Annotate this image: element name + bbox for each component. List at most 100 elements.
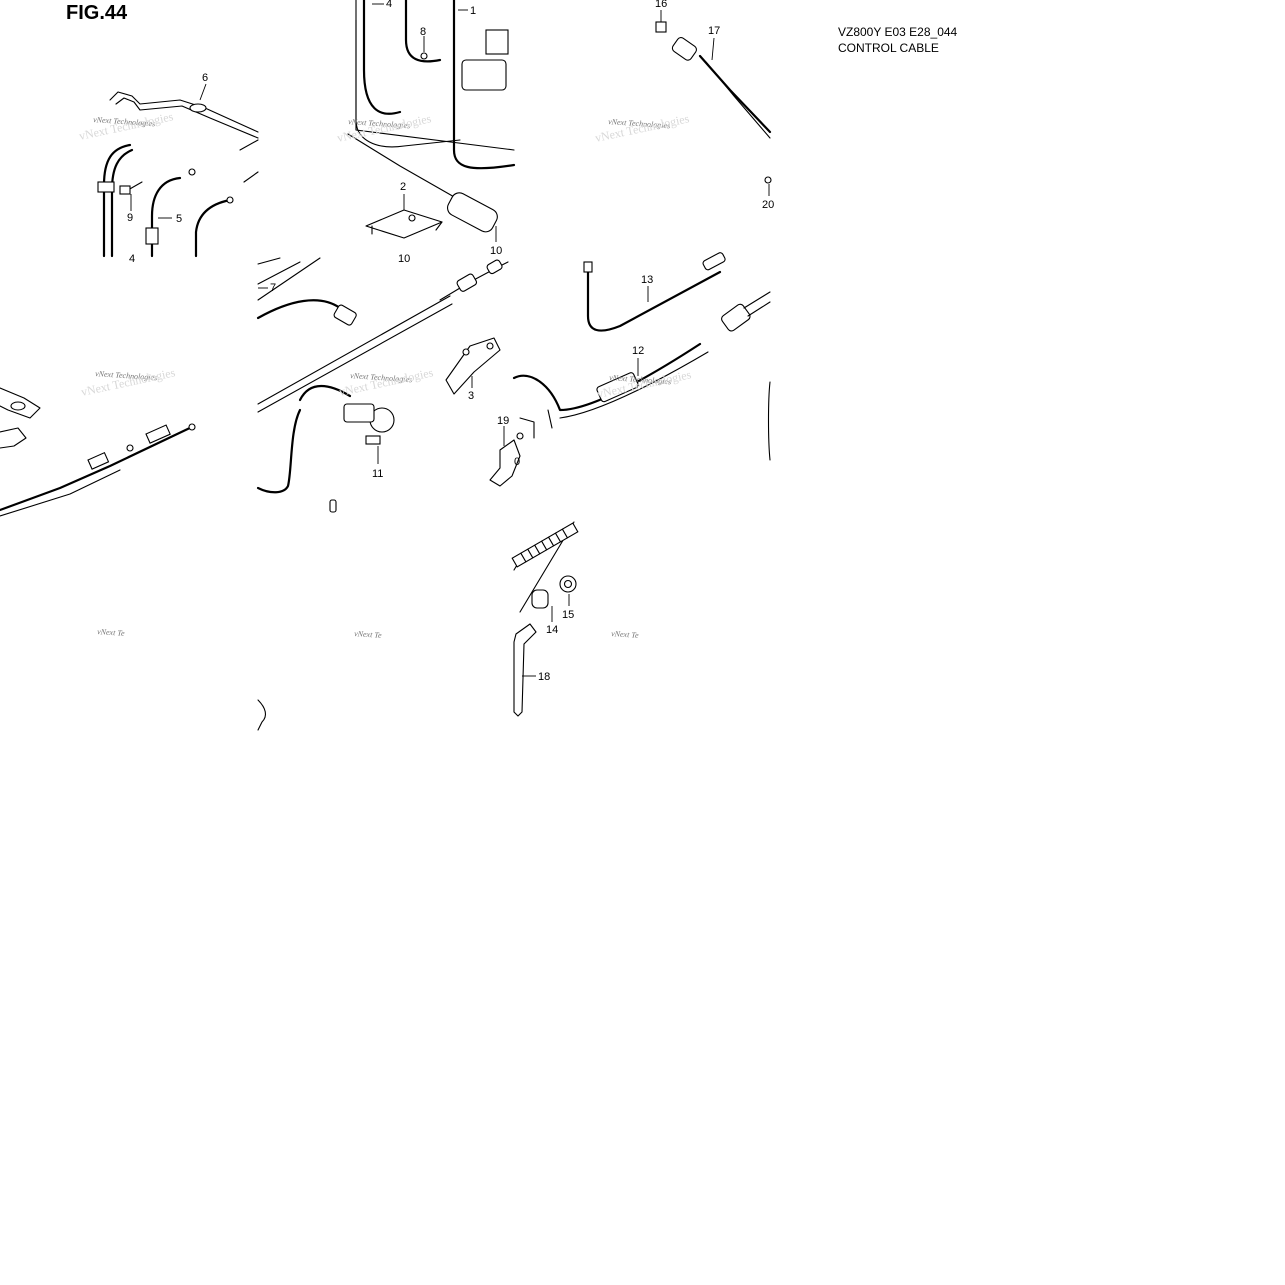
callout-16: 16: [655, 0, 667, 10]
callout-4: 4: [386, 0, 392, 10]
lock-nut-14: [531, 589, 549, 609]
cable-end-fitting: [126, 444, 134, 452]
cable-13-end: [583, 261, 593, 273]
callout-15: 15: [562, 609, 574, 621]
nut-15-bore: [563, 579, 573, 589]
clutch-cable: [0, 424, 196, 512]
frame-edge: [355, 0, 515, 151]
handlebar-bracket-inner: [115, 97, 259, 139]
lever-bracket: [0, 387, 41, 419]
cable-12-boot: [596, 372, 639, 403]
watermark-partial: vNext Te: [354, 629, 382, 640]
cable-12: [512, 342, 702, 412]
diagram-title: CONTROL CABLE: [838, 41, 939, 55]
cable-13-fitting: [702, 252, 726, 271]
cable-5-adjuster: [145, 227, 159, 245]
callout-12: 12: [632, 345, 644, 357]
bracket-edge: [239, 139, 259, 183]
watermark-ghost: vNext Technologies: [80, 365, 177, 399]
frame-curve: [257, 699, 267, 731]
cable-7: [256, 299, 342, 320]
tile-choke-cable: 4 1 8 2 10 10 vNext Technologies vNext T…: [336, 0, 516, 265]
cable-boot-10: [447, 192, 498, 233]
cable-1: [452, 0, 516, 170]
speedometer-cable-outer: [705, 61, 771, 139]
callout-10: 10: [490, 245, 502, 257]
bolt-16: [655, 21, 667, 33]
watermark: vNext Technologies: [608, 117, 671, 130]
cable-end-right: [194, 198, 232, 258]
cable-adjuster: [145, 424, 171, 444]
callout-20b: 20: [762, 199, 774, 211]
choke-body: [343, 403, 375, 423]
callout-14: 14: [546, 624, 558, 636]
cable-4: [362, 0, 402, 115]
cable-12-outer: [559, 351, 709, 419]
screw-head: [119, 185, 131, 195]
lever-bracket-lower: [0, 427, 27, 449]
callout-2: 2: [400, 181, 406, 193]
watermark: vNext Technologies: [95, 369, 158, 382]
watermark: vNext Technologies: [93, 115, 156, 128]
throttle-cable-return: [110, 148, 134, 258]
tile-row-3: vNext Te vNext Te vNext Te 14 15 18: [97, 521, 639, 731]
frame-right: [767, 381, 771, 461]
clamp-20: [764, 176, 772, 184]
model-code: VZ800Y E03 E28_044: [838, 25, 958, 39]
callout-8: 8: [420, 26, 426, 38]
callout-4b: 4: [129, 253, 135, 265]
clamp-dash: [519, 409, 553, 439]
bracket-hole: [486, 342, 494, 350]
callout-13: 13: [641, 274, 653, 286]
cable-12-spring: [743, 291, 771, 317]
cable-fitting-top: [439, 261, 509, 301]
callout-5: 5: [176, 213, 182, 225]
choke-cable-top: [298, 385, 352, 402]
cable-8-loop: [404, 0, 442, 63]
bracket-3: [445, 337, 501, 395]
adjuster-bolt-body: [511, 522, 579, 568]
watermark: vNext Technologies: [350, 371, 413, 384]
cable-end-fitting: [226, 196, 234, 204]
tile-choke-knob: 7 3 11 vNext Technologies vNext Technolo…: [256, 257, 509, 513]
cable-10: [347, 133, 471, 207]
tile-speedometer-cable: 16 17 20 vNext Technologies vNext Techno…: [594, 0, 775, 211]
lever-18: [513, 623, 537, 717]
cable-5: [150, 176, 182, 258]
bracket-hole: [10, 401, 26, 411]
callout-17: 17: [708, 25, 720, 37]
screw-11: [365, 435, 381, 445]
frame-line: [257, 257, 321, 301]
bracket-2-tab: [371, 221, 443, 235]
cable-adjuster: [87, 451, 110, 470]
cable-13: [586, 268, 722, 332]
frame-diagonal: [257, 295, 453, 413]
cable-nut: [486, 259, 503, 275]
callout-9: 9: [127, 212, 133, 224]
leader-line: [199, 83, 207, 101]
tile-throttle-cables: 6 9 5 4 vNext Technologies vNext Technol…: [78, 72, 259, 265]
cable-end-fitting: [188, 423, 196, 431]
cable-end-17: [671, 37, 698, 61]
cable-12-end: [721, 303, 751, 332]
callout-10b: 10: [398, 253, 410, 265]
callout-1: 1: [470, 5, 476, 17]
leader-line: [711, 37, 715, 61]
cable-adjuster: [97, 181, 115, 193]
bracket-2: [365, 209, 443, 239]
watermark-ghost: vNext Technologies: [78, 109, 175, 143]
cable-7-end: [333, 304, 357, 326]
bracket-19: [489, 439, 521, 487]
cable-end-fitting: [188, 168, 196, 176]
callout-18: 18: [538, 671, 550, 683]
bracket-hole: [462, 348, 470, 356]
choke-cable: [256, 408, 302, 494]
bolt-thread: [520, 528, 568, 563]
callout-6: 6: [202, 72, 208, 84]
callout-19: 19: [497, 415, 509, 427]
switch-housing: [461, 59, 507, 91]
screw-8: [420, 52, 428, 60]
callout-3: 3: [468, 390, 474, 402]
